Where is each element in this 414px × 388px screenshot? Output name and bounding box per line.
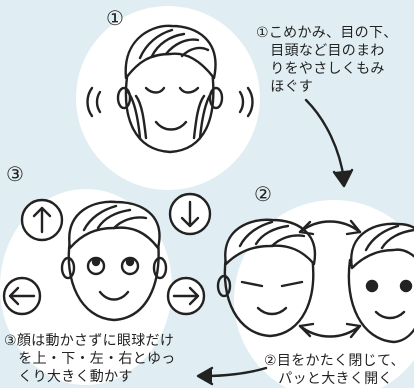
step2-face-closed	[216, 218, 317, 338]
swap-arrow-bottom-icon	[298, 324, 362, 338]
step1-caption: ①こめかみ、目の下、 目頭など目のまわ りをやさしくもみ ほぐす	[256, 25, 398, 95]
flow-arrow-2-icon	[204, 366, 268, 378]
swap-arrow-top-icon	[298, 220, 362, 234]
step1-face	[86, 24, 254, 154]
arrow-down-icon	[168, 192, 212, 236]
arrow-left-icon	[2, 276, 42, 316]
step2-caption: ②目をかたく閉じて、 パッと大きく開く	[264, 353, 405, 387]
arrow-up-icon	[20, 198, 64, 242]
step1-number: ①	[106, 6, 124, 30]
step2-face-open	[347, 222, 414, 344]
step3-face	[60, 200, 168, 322]
arrow-right-icon	[166, 276, 206, 316]
step3-number: ③	[6, 162, 24, 186]
flow-arrow-1-icon	[304, 98, 346, 182]
step2-number: ②	[254, 182, 272, 206]
step3-caption: ③顔は動かさずに眼球だけ を上・下・左・右とゆっ くり大きく動かす	[4, 333, 176, 385]
